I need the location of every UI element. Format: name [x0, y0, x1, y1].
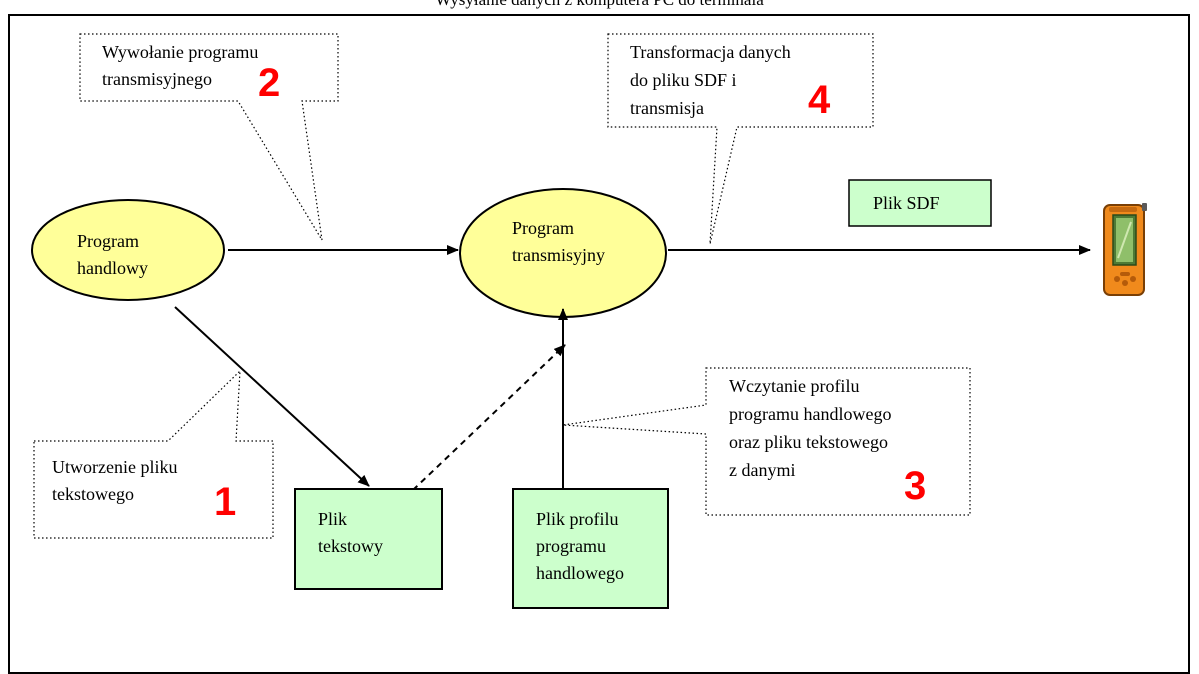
callout-2-line-1: Wywołanie programu [102, 42, 259, 62]
callout-1-number: 1 [214, 480, 237, 524]
node-plik-profilu-box [512, 488, 669, 609]
diagram-graphics [31, 33, 1147, 609]
arrow-handlowy-to-plik-tekstowy [174, 306, 370, 487]
node-plik-profilu-label-1: Plik profilu [536, 509, 619, 529]
callout-1-line-1: Utworzenie pliku [52, 457, 178, 477]
node-program-handlowy-label-1: Program [77, 231, 139, 251]
callout-4-number: 4 [808, 78, 831, 122]
callout-4-shape [607, 33, 874, 245]
pda-terminal-icon [1103, 203, 1147, 296]
callout-4-line-2: do pliku SDF i [630, 70, 737, 90]
callout-3-line-3: oraz pliku tekstowego [729, 432, 888, 452]
callout-3-line-1: Wczytanie profilu [729, 376, 860, 396]
node-program-handlowy-ellipse [31, 199, 225, 301]
callout-4-line-3: transmisja [630, 98, 704, 118]
node-program-handlowy-label-2: handlowy [77, 258, 148, 278]
callout-2-shape [79, 33, 339, 241]
node-plik-tekstowy-box [294, 488, 443, 590]
callout-3-number: 3 [904, 464, 927, 508]
callout-1-shape [33, 369, 274, 539]
node-plik-tekstowy-label-2: tekstowy [318, 536, 383, 556]
callout-3-line-4: z danymi [729, 460, 796, 480]
callout-2-number: 2 [258, 61, 281, 105]
callout-3-line-2: programu handlowego [729, 404, 892, 424]
node-program-transmisyjny-label-1: Program [512, 218, 574, 238]
diagram-title: Wysyłanie danych z komputera PC do termi… [0, 0, 1199, 10]
callout-3-shape [562, 367, 971, 516]
callout-1-line-2: tekstowego [52, 484, 134, 504]
node-plik-profilu-label-2: programu [536, 536, 606, 556]
node-plik-profilu-label-3: handlowego [536, 563, 624, 583]
arrow-plik-tekstowy-to-transmisyjny-dashed [412, 344, 566, 491]
node-program-transmisyjny-label-2: transmisyjny [512, 245, 605, 265]
node-plik-sdf-label: Plik SDF [873, 193, 940, 213]
node-plik-tekstowy-label-1: Plik [318, 509, 348, 529]
node-plik-sdf-box [848, 179, 992, 227]
callout-4-line-1: Transformacja danych [630, 42, 791, 62]
callout-2-line-2: transmisyjnego [102, 69, 212, 89]
